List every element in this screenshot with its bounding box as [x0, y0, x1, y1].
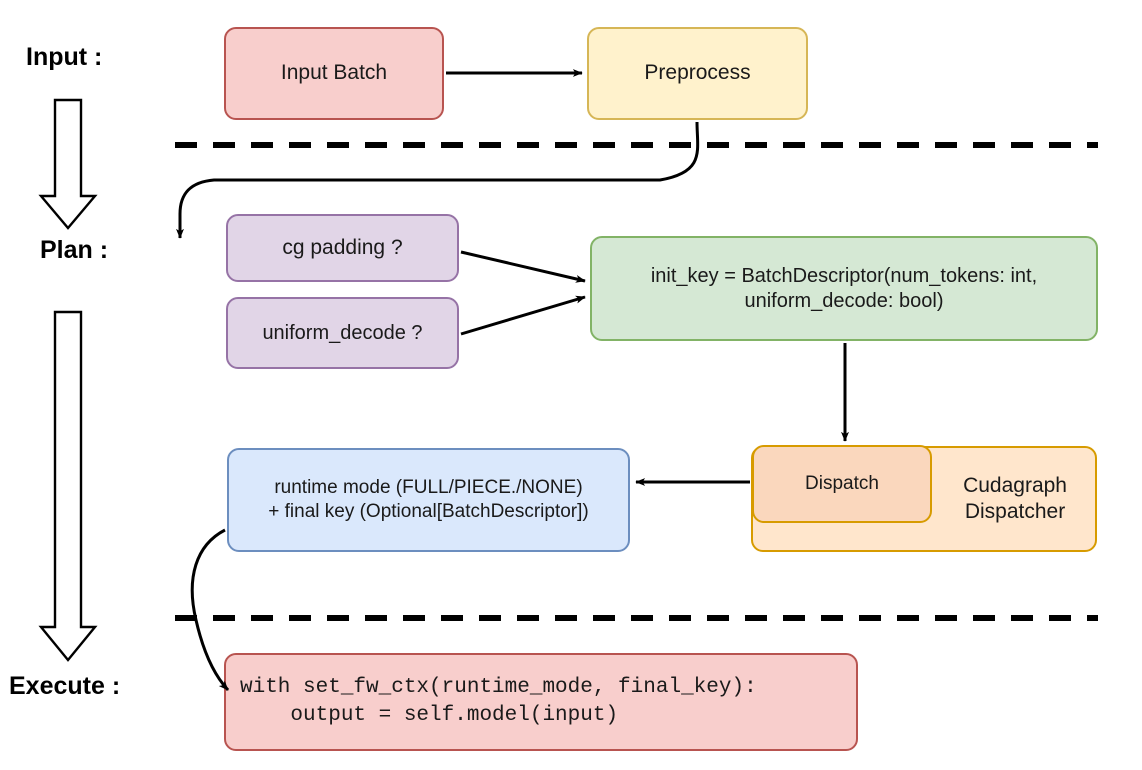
flow-arrow-plan-to-execute: [38, 310, 98, 662]
node-dispatch[interactable]: Dispatch: [752, 445, 932, 523]
connector-cg-padding-to-init-key: [460, 250, 586, 283]
flow-arrow-input-to-plan: [38, 98, 98, 230]
node-input-batch[interactable]: Input Batch: [224, 27, 444, 120]
stage-label-execute: Execute :: [9, 672, 121, 700]
node-cg-padding[interactable]: cg padding ?: [226, 214, 459, 282]
node-execute-code[interactable]: with set_fw_ctx(runtime_mode, final_key)…: [224, 653, 858, 751]
connector-uniform-decode-to-init-key: [460, 295, 586, 336]
stage-label-input: Input :: [26, 43, 103, 71]
node-runtime-mode[interactable]: runtime mode (FULL/PIECE./NONE) + final …: [227, 448, 630, 552]
node-preprocess[interactable]: Preprocess: [587, 27, 808, 120]
connector-runtime-mode-to-execute-code: [190, 528, 230, 692]
stage-label-plan: Plan :: [40, 236, 109, 264]
node-uniform-decode[interactable]: uniform_decode ?: [226, 297, 459, 369]
node-init-key[interactable]: init_key = BatchDescriptor(num_tokens: i…: [590, 236, 1098, 341]
